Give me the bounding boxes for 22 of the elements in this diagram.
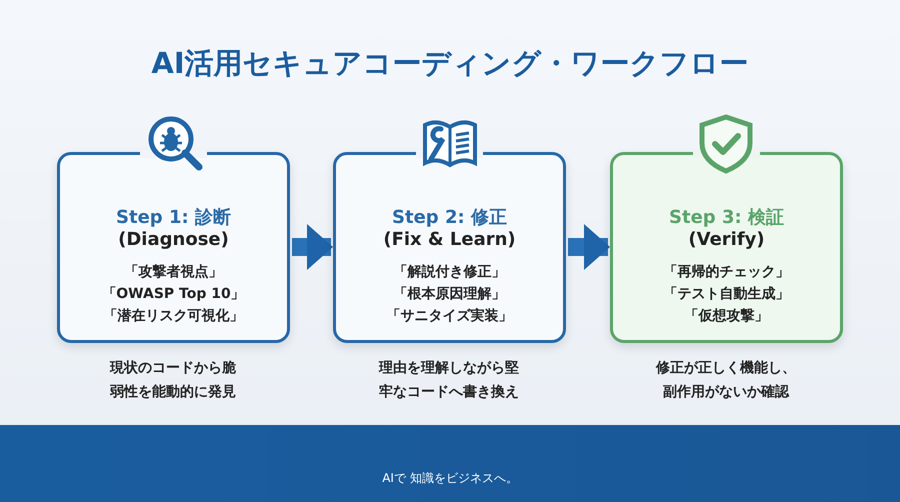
arrow (292, 224, 333, 270)
step-heading: Step 3: 検証 (668, 206, 785, 229)
list-item: 「潜在リスク可視化」 (102, 307, 244, 325)
arrow (568, 224, 610, 270)
list-item: 「仮想攻撃」 (684, 307, 770, 325)
title: AI活用セキュアコーディング・ワークフロー (150, 45, 750, 82)
list-item: 「再帰的チェック」 (662, 263, 790, 281)
description-text: 理由を理解しながら堅牢なコードへ書き換え (379, 359, 519, 402)
description-text: 修正が正しく機能し、副作用がないか確認 (656, 359, 796, 402)
list-item: 「攻撃者視点」 (124, 263, 224, 281)
step-heading: (Fix & Learn) (382, 229, 517, 250)
description-text: 現状のコードから脆弱性を能動的に発見 (108, 359, 237, 402)
list-item: 「OWASP Top 10」 (101, 285, 246, 303)
list-item: 「根本原因理解」 (392, 285, 506, 303)
tagline-text: AIで 知識をビジネスへ。 (381, 470, 519, 487)
list-item: 「解説付き修正」 (392, 263, 506, 281)
step-heading: Step 1: 診断 (115, 206, 232, 229)
step-heading: (Diagnose) (117, 229, 230, 250)
list-item: 「サニタイズ実装」 (386, 307, 514, 325)
step-heading: (Verify) (687, 229, 766, 250)
list-item: 「テスト自動生成」 (662, 285, 790, 303)
step-heading: Step 2: 修正 (391, 206, 508, 229)
